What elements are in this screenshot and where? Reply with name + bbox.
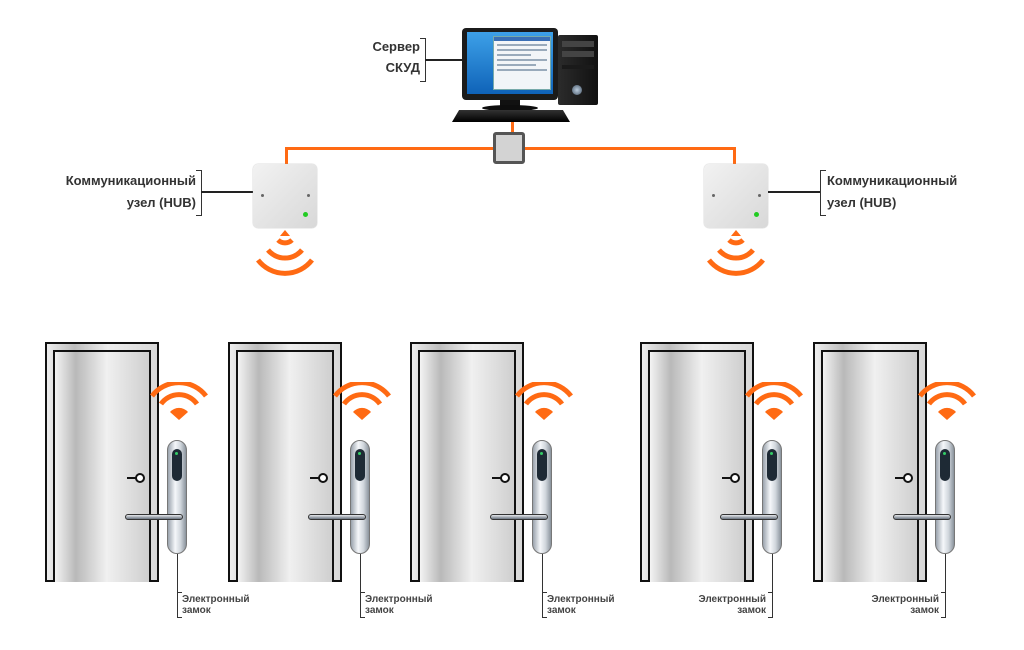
lock-label-bracket <box>177 592 182 618</box>
wire-left-drop <box>285 147 288 165</box>
keyhole-icon <box>492 473 510 483</box>
lock-leader <box>360 554 361 598</box>
wifi-signal-icon <box>745 382 803 420</box>
hub-right-label: Коммуникационный узел (HUB) <box>827 172 1007 212</box>
lock-label: Электронный замок <box>682 594 766 616</box>
door-handle-icon <box>490 514 548 520</box>
hub-left-label: Коммуникационный узел (HUB) <box>30 172 196 212</box>
door <box>640 342 754 582</box>
lock-leader <box>177 554 178 598</box>
wireless-signal-icon <box>256 230 314 276</box>
wifi-signal-icon <box>515 382 573 420</box>
lock-label-line2: замок <box>547 605 576 616</box>
lock-label-line2: замок <box>182 605 211 616</box>
network-switch-icon <box>493 132 525 164</box>
door <box>45 342 159 582</box>
lock-leader <box>945 554 946 594</box>
lock-label: Электронный замок <box>547 594 615 616</box>
lock-leader <box>542 554 543 598</box>
lock-label-line1: Электронный <box>365 594 433 605</box>
wire-server-junction <box>511 122 514 134</box>
electronic-lock-icon <box>167 440 187 554</box>
lock-label-bracket <box>941 592 946 618</box>
wifi-signal-icon <box>333 382 391 420</box>
keyboard <box>452 110 570 122</box>
hub-left-label-line2: узел (HUB) <box>126 195 196 210</box>
lock-label-line1: Электронный <box>871 594 939 605</box>
hub-right-label-line2: узел (HUB) <box>827 195 897 210</box>
wireless-hub-icon <box>704 164 768 228</box>
electronic-lock-icon <box>532 440 552 554</box>
door-handle-icon <box>308 514 366 520</box>
keyhole-icon <box>310 473 328 483</box>
wire-junction-right <box>524 147 736 150</box>
door-handle-icon <box>720 514 778 520</box>
wifi-signal-icon <box>150 382 208 420</box>
door-handle-icon <box>893 514 951 520</box>
server-label: Сервер СКУД <box>366 38 420 77</box>
electronic-lock-icon <box>935 440 955 554</box>
wireless-signal-icon <box>707 230 765 276</box>
lock-label-line2: замок <box>365 605 394 616</box>
pc-tower <box>558 35 598 105</box>
lock-label-line1: Электронный <box>182 594 250 605</box>
lock-label-line2: замок <box>910 605 939 616</box>
server-label-line1: Сервер <box>372 39 420 54</box>
lock-label-bracket <box>360 592 365 618</box>
lock-label: Электронный замок <box>365 594 433 616</box>
lock-leader <box>772 554 773 594</box>
hub-right-bracket <box>820 170 826 216</box>
hub-left-leader <box>201 191 253 193</box>
server-label-line2: СКУД <box>385 60 420 75</box>
keyhole-icon <box>895 473 913 483</box>
keyhole-icon <box>127 473 145 483</box>
lock-label: Электронный замок <box>182 594 250 616</box>
electronic-lock-icon <box>350 440 370 554</box>
hub-left-label-line1: Коммуникационный <box>65 173 196 188</box>
door <box>410 342 524 582</box>
door <box>813 342 927 582</box>
wire-junction-left <box>285 147 495 150</box>
server-label-leader <box>425 59 463 61</box>
lock-label-bracket <box>542 592 547 618</box>
keyhole-icon <box>722 473 740 483</box>
lock-label-line1: Электронный <box>698 594 766 605</box>
door <box>228 342 342 582</box>
hub-right-label-line1: Коммуникационный <box>827 173 958 188</box>
electronic-lock-icon <box>762 440 782 554</box>
door-handle-icon <box>125 514 183 520</box>
wifi-signal-icon <box>918 382 976 420</box>
lock-label: Электронный замок <box>855 594 939 616</box>
hub-left-bracket <box>196 170 202 216</box>
lock-label-line2: замок <box>737 605 766 616</box>
monitor <box>462 28 558 100</box>
lock-label-line1: Электронный <box>547 594 615 605</box>
wire-right-drop <box>733 147 736 165</box>
hub-right-leader <box>768 191 820 193</box>
wireless-hub-icon <box>253 164 317 228</box>
lock-label-bracket <box>768 592 773 618</box>
